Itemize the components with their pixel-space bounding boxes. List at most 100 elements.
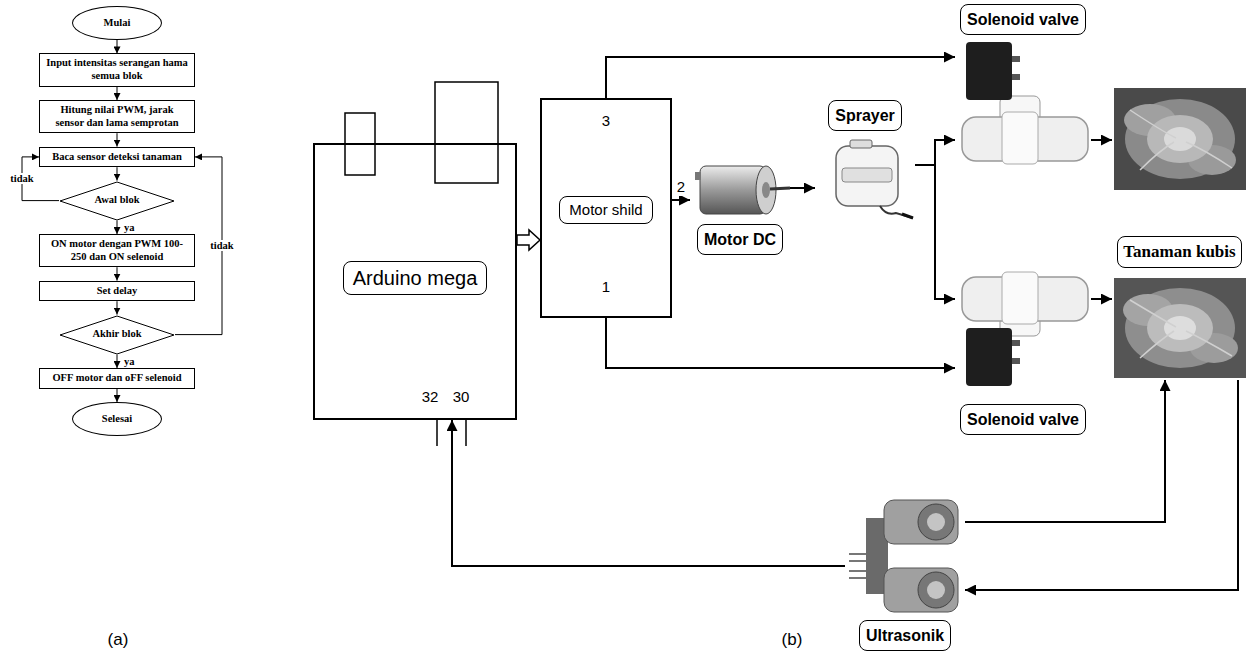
cabbage-picture [1125, 99, 1235, 179]
signal-wire [452, 420, 845, 566]
flow-text: Input intensitas serangan hama semua blo… [45, 57, 189, 82]
motor-dc-picture [762, 182, 770, 198]
arduino-board: 32 30 Arduino mega [313, 143, 517, 420]
signal-wire [606, 57, 955, 98]
sprayer-picture [836, 146, 898, 206]
cabbage-picture [1147, 115, 1213, 163]
component-label: Solenoid valve [960, 4, 1086, 35]
signal-wire [790, 187, 815, 189]
signal-wire [606, 318, 955, 368]
sprayer-picture [836, 140, 913, 218]
ultrasonic-sensor-picture [849, 560, 868, 562]
ultrasonic-sensor-picture [849, 554, 868, 578]
arduino-pin-wire [436, 420, 438, 446]
flow-text: OFF motor dan oFF selenoid [45, 372, 189, 385]
motor-dc-picture [695, 172, 701, 180]
flow-arrow [117, 167, 118, 180]
diamond-outline [60, 316, 174, 354]
component-label: Ultrasonik [859, 620, 951, 651]
figure-label: (b) [782, 630, 803, 650]
pin-number: 30 [453, 388, 470, 405]
component-label: Tanaman kubis [1123, 242, 1235, 261]
component-label: Solenoid valve [967, 11, 1079, 28]
component-label: Solenoid valve [967, 411, 1079, 428]
edge-label: ya [124, 356, 135, 367]
edge-label: tidak [208, 240, 235, 251]
pin-number: 32 [422, 388, 439, 406]
flow-arrow [117, 40, 118, 53]
ultrasonic-sensor-picture [884, 500, 958, 544]
cabbage-picture [1164, 316, 1196, 340]
edge-label: tidak [8, 173, 35, 184]
ultrasonic-sensor-picture [918, 572, 954, 608]
solenoid-valve-picture [1012, 74, 1020, 80]
edge-label: tidak [210, 240, 233, 251]
motor-shield-board: 31Motor shild [540, 98, 672, 318]
pin-number: 3 [602, 112, 610, 129]
pin-number: 30 [453, 388, 470, 406]
component-label: Ultrasonik [866, 627, 944, 644]
cabbage-picture [1114, 278, 1246, 378]
signal-wire [672, 199, 690, 201]
edge-label: tidak [10, 173, 33, 184]
solenoid-valve-picture [962, 272, 1088, 386]
signal-wire [1091, 139, 1112, 141]
flow-text: Awal blok [94, 194, 139, 207]
flow-arrow [117, 87, 118, 100]
ultrasonic-sensor-picture [849, 577, 868, 579]
component-label: Sprayer [828, 100, 902, 131]
flow-text: ON motor dengan PWM 100-250 dan ON selen… [45, 238, 189, 263]
signal-wire [965, 380, 1165, 522]
shield-label: Motor shild [559, 196, 652, 224]
component-label: Motor DC [697, 224, 783, 255]
figure-label: (b) [782, 630, 803, 649]
flow-text: Hitung nilai PWM, jarak sensor dan lama … [45, 104, 189, 129]
component-label: Motor DC [704, 231, 776, 248]
decision-diamond: Akhir blok [59, 315, 175, 355]
edge-label: ya [124, 222, 135, 233]
motor-dc-picture [770, 188, 790, 189]
flow-text: Mulai [104, 17, 131, 30]
sprayer-picture [842, 168, 892, 182]
cabbage-picture [1114, 278, 1246, 378]
arduino-pin-wire [465, 420, 467, 446]
figure-label: (a) [108, 630, 129, 650]
board-label: Arduino mega [343, 261, 488, 295]
flow-arrow [117, 355, 118, 368]
edge-label: ya [122, 356, 137, 367]
figure-label: (a) [108, 630, 129, 649]
solenoid-valve-picture [1012, 340, 1020, 346]
cabbage-plant: Tanaman kubis [1112, 86, 1247, 380]
component-label: Solenoid valve [960, 404, 1086, 435]
decision-diamond: Awal blok [59, 181, 175, 221]
edge-label: 2 [675, 178, 687, 196]
cabbage-picture [1130, 110, 1232, 170]
sprayer-picture [880, 206, 913, 218]
sprayer-picture [902, 214, 913, 218]
sprayer: Sprayer [815, 100, 915, 222]
flow-arrow [117, 221, 118, 234]
solenoid-valve-picture [1012, 358, 1020, 364]
flow-text: Set delay [45, 285, 189, 298]
flow-text: Selesai [102, 413, 132, 426]
motor-dc-picture [695, 166, 790, 214]
cabbage-picture [1130, 300, 1232, 358]
ultrasonic-sensor: Ultrasonik [845, 498, 965, 652]
pin-number: 32 [422, 388, 439, 405]
hollow-arrow [517, 230, 540, 250]
cabbage-picture [1147, 304, 1213, 352]
ultrasonic-sensor-picture [849, 553, 868, 555]
sprayer-picture [850, 140, 872, 148]
edge-label: 2 [677, 178, 685, 195]
flow-arrow [117, 389, 118, 402]
ultrasonic-sensor-picture [927, 581, 945, 599]
ultrasonic-sensor-picture [918, 504, 954, 540]
flow-arrow [117, 301, 118, 314]
cabbage-picture [1164, 127, 1196, 151]
process-box: Set delay [39, 281, 195, 302]
flow-arrow [117, 133, 118, 146]
solenoid-valve-picture [1002, 112, 1038, 164]
process-box: Baca sensor deteksi tanaman [39, 147, 195, 168]
process-box: OFF motor dan oFF selenoid [39, 368, 195, 389]
